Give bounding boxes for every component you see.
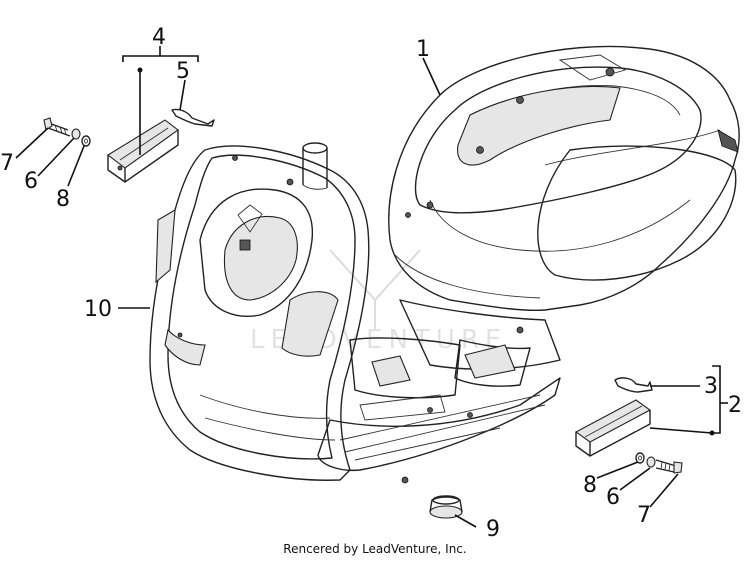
callouts: 1 2 3 4 5 7 6 8 10 8 6 7 9: [0, 25, 742, 542]
callout-6-left: 6: [24, 169, 38, 194]
callout-3: 3: [704, 374, 718, 399]
callout-5: 5: [176, 59, 190, 84]
frame-body: [317, 45, 740, 484]
callout-2: 2: [728, 393, 742, 418]
callout-9: 9: [486, 517, 500, 542]
callout-4: 4: [152, 25, 166, 50]
callout-6-right: 6: [606, 485, 620, 510]
grommet: [429, 495, 463, 519]
bracket-group-right: [574, 377, 653, 457]
leg-shield: [149, 145, 370, 481]
callout-8-right: 8: [583, 473, 597, 498]
steering-tube: [302, 142, 328, 190]
callout-7-right: 7: [637, 503, 651, 528]
callout-10: 10: [84, 297, 112, 322]
credit-text: Rencered by LeadVenture, Inc.: [283, 542, 466, 556]
callout-7-left: 7: [0, 151, 14, 176]
fastener-set-left: [43, 117, 91, 147]
callout-1: 1: [416, 37, 430, 62]
leader-lines: [15, 46, 728, 528]
callout-8-left: 8: [56, 187, 70, 212]
bracket-group-left: [107, 108, 215, 183]
fastener-set-right: [635, 452, 683, 474]
